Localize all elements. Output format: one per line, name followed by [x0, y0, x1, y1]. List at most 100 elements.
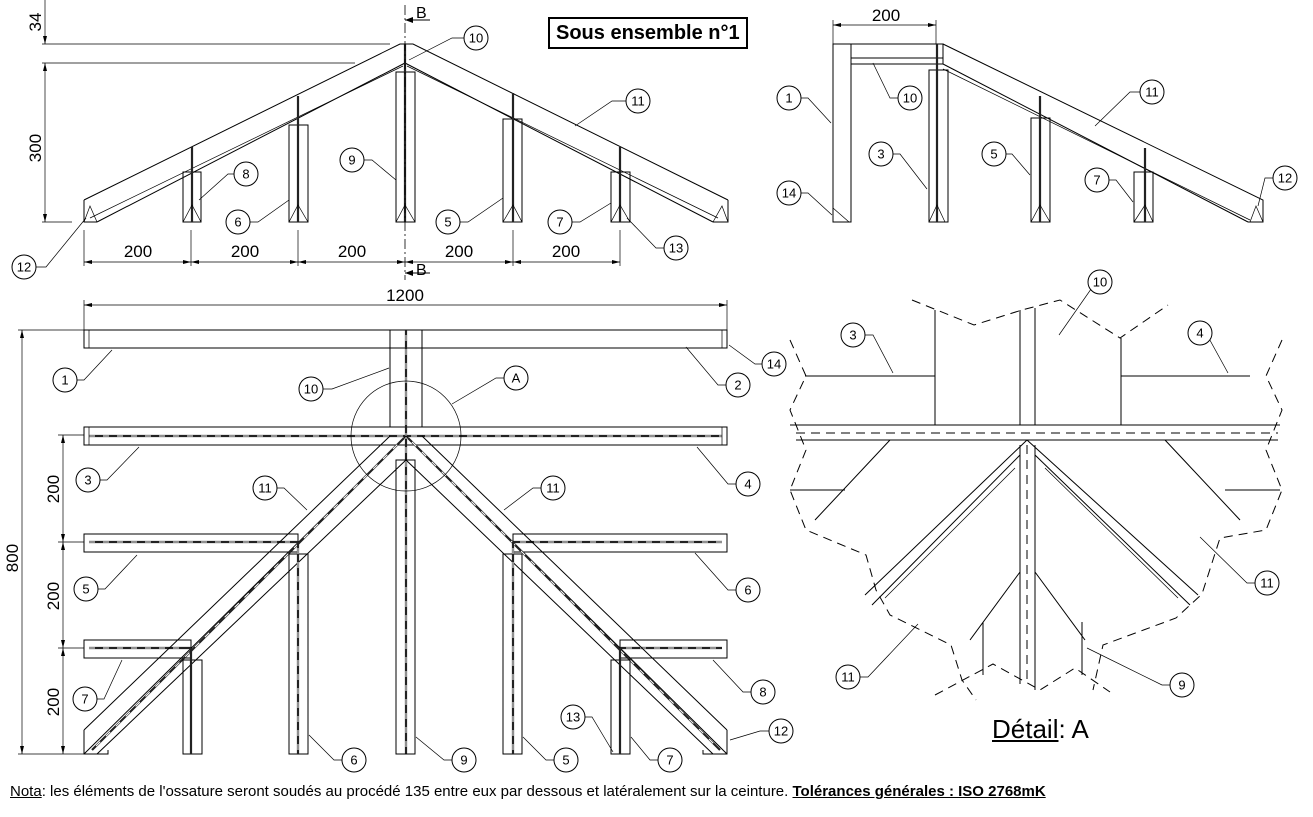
note-label: Nota [10, 783, 42, 800]
dim-side-width: 200 [872, 6, 900, 25]
detail-label: Détail [992, 714, 1059, 744]
callout-number: 3 [877, 147, 884, 162]
front-view: 34 300 [11, 0, 729, 280]
callout: 10 [1058, 269, 1113, 336]
detail-a-bubble[interactable] [503, 365, 529, 391]
callout-number: 7 [666, 753, 673, 768]
callout-number: 4 [1196, 326, 1203, 341]
callout: 4 [696, 446, 761, 497]
drawing-title: Sous ensemble n°1 [548, 17, 748, 49]
callout-number: 6 [350, 753, 357, 768]
drawing-note: Nota: les éléments de l'ossature seront … [10, 783, 1046, 800]
callout: 5 [981, 141, 1031, 176]
callout: 2 [685, 346, 751, 398]
callout-number: 11 [1260, 576, 1274, 591]
callout-number: 11 [841, 670, 855, 685]
callout: 9 [415, 736, 477, 773]
callout-number: 5 [444, 215, 451, 230]
callout: 1 [776, 85, 832, 124]
callout-number: 10 [469, 31, 483, 46]
callout: 7 [1084, 167, 1134, 203]
callout: 12 [729, 718, 794, 744]
callout-number: 14 [782, 186, 796, 201]
callout-number: 11 [1145, 85, 1159, 100]
callout-number: 6 [234, 215, 241, 230]
callout-number: 11 [631, 94, 645, 109]
callout: 3 [75, 446, 140, 493]
callout-number: 5 [82, 582, 89, 597]
tolerance-text: Tolérances générales : ISO 2768mK [792, 783, 1046, 800]
callout-number: 6 [744, 583, 751, 598]
callout: 11 [1199, 536, 1280, 596]
section-marker-top: B [416, 5, 427, 22]
callout: 3 [840, 322, 894, 374]
callout-number: 8 [242, 167, 249, 182]
callout-number: 13 [669, 241, 683, 256]
callout: 10 [872, 62, 923, 111]
callout-number: 7 [1093, 173, 1100, 188]
callout: 11 [835, 623, 919, 690]
callout-number: 9 [460, 753, 467, 768]
callout: 8 [198, 161, 259, 201]
callout-number: 10 [903, 91, 917, 106]
callout: 10 [408, 25, 489, 61]
callout-number: 3 [849, 328, 856, 343]
callout: 14 [776, 180, 833, 216]
callout-number: 13 [566, 710, 580, 725]
callout: 10 [298, 367, 390, 402]
callout: 6 [225, 199, 290, 235]
dim-300: 300 [26, 134, 45, 162]
callout: 11 [503, 475, 566, 511]
callout-number: 1 [785, 91, 792, 106]
callout: 6 [694, 552, 761, 603]
callout: 13 [560, 704, 614, 753]
callout: 11 [574, 88, 651, 127]
note-text: : les éléments de l'ossature seront soud… [41, 783, 793, 800]
callout: 11 [252, 475, 308, 511]
callout-number: 2 [734, 378, 741, 393]
callout: 1 [52, 349, 113, 393]
callout: 5 [435, 197, 504, 235]
dim-spacing: 200 [445, 242, 473, 261]
callout-number: 4 [744, 477, 751, 492]
callout-number: 3 [84, 473, 91, 488]
callout: 12 [11, 217, 87, 280]
callout-number: 12 [774, 724, 788, 739]
plan-view: 1200 800 200 200 200 [3, 286, 794, 773]
callout: A [451, 365, 529, 405]
section-marker-bottom: B [416, 262, 427, 279]
dim-spacing: 200 [231, 242, 259, 261]
callout-number: 7 [556, 215, 563, 230]
dim-34: 34 [26, 13, 45, 32]
dim-spacing: 200 [552, 242, 580, 261]
callout-number: 9 [348, 153, 355, 168]
callout-number: 10 [304, 382, 318, 397]
callout-number: 9 [1178, 678, 1185, 693]
callout: 7 [630, 736, 683, 773]
dim-spacing: 200 [44, 582, 63, 610]
callout-number: 12 [17, 260, 31, 275]
callout: 4 [1187, 320, 1229, 374]
callout: 11 [1094, 79, 1165, 127]
callout: 9 [339, 147, 397, 181]
callout-number: 8 [759, 685, 766, 700]
callout-number: 5 [990, 147, 997, 162]
callout-number: 14 [767, 357, 781, 372]
detail-separator: : [1058, 714, 1072, 744]
callout-number: 5 [562, 753, 569, 768]
callout: 14 [728, 344, 787, 377]
callout: 5 [522, 736, 579, 773]
dim-1200: 1200 [386, 286, 424, 305]
detail-id: A [1071, 714, 1089, 744]
callout: 12 [1257, 165, 1298, 207]
callout-number: 11 [258, 481, 272, 496]
callout: 3 [868, 141, 928, 190]
callout: 13 [626, 217, 689, 261]
dim-spacing: 200 [338, 242, 366, 261]
callout-number: 11 [546, 481, 560, 496]
callout-number: A [512, 371, 521, 386]
detail-a-circle[interactable] [350, 380, 462, 492]
callout: 5 [73, 554, 138, 602]
callout-number: 1 [61, 373, 68, 388]
